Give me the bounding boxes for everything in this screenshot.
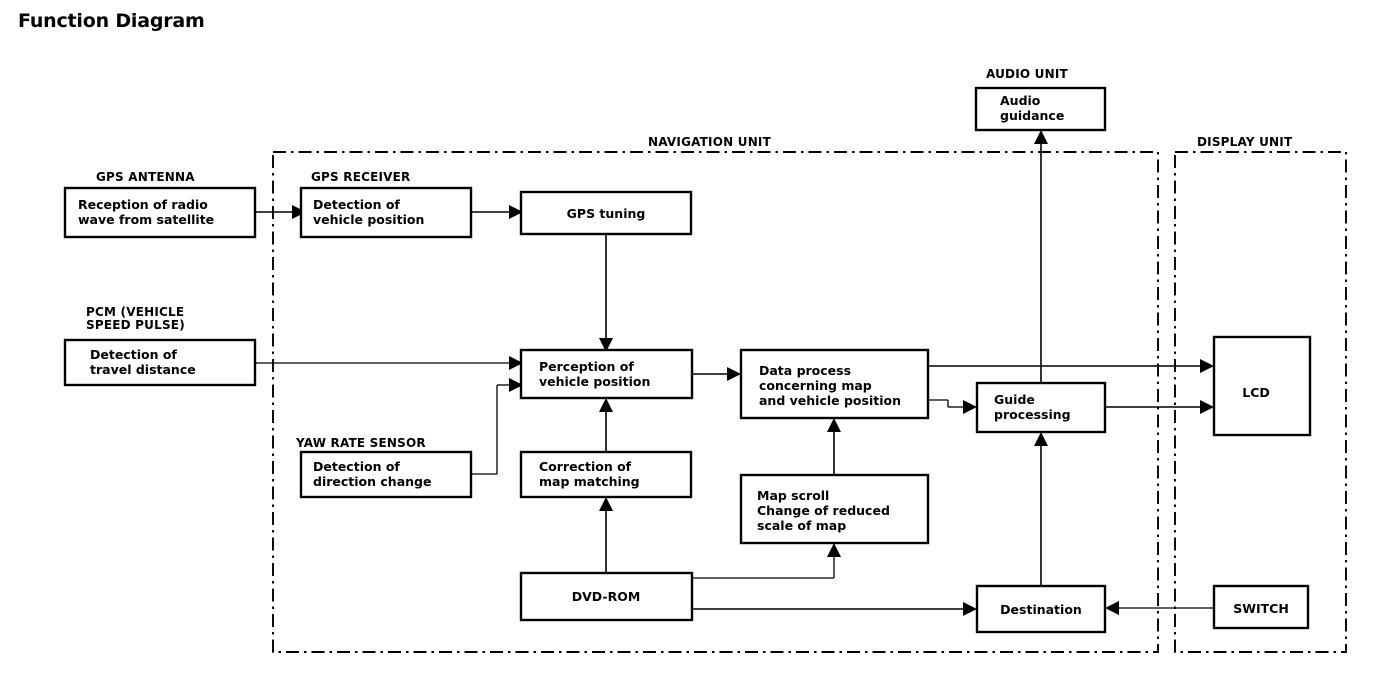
node-detection-direction-change[interactable]: Detection of direction change <box>299 450 473 499</box>
gps-tuning-box[interactable] <box>519 190 693 236</box>
perception-vehicle-position-box[interactable] <box>519 348 694 400</box>
edge-guide-to-lcd <box>1105 400 1214 414</box>
data-process-map-line-2: concerning map <box>759 378 872 393</box>
detection-vehicle-position-line-2: vehicle position <box>313 212 424 227</box>
pcm-label-line-2: SPEED PULSE) <box>86 318 185 332</box>
node-dvd-rom[interactable]: DVD-ROM <box>519 571 694 622</box>
edge-dvd-to-map-scroll <box>692 543 841 579</box>
edge-receiver-to-gps-tuning <box>471 205 523 219</box>
edge-gps-tuning-to-perception <box>599 234 613 352</box>
node-correction-map-matching[interactable]: Correction of map matching <box>519 450 693 499</box>
gps-receiver-label: GPS RECEIVER <box>311 170 411 184</box>
navigation-unit-label: NAVIGATION UNIT <box>648 135 772 149</box>
audio-unit-label: AUDIO UNIT <box>986 67 1069 81</box>
node-switch[interactable]: SWITCH <box>1212 584 1310 630</box>
edge-guide-to-audio <box>1034 130 1048 383</box>
node-lcd[interactable]: LCD <box>1212 335 1312 437</box>
edge-perception-to-data-process <box>692 367 741 381</box>
correction-map-matching-line-1: Correction of <box>539 459 632 474</box>
switch-label: SWITCH <box>1233 601 1289 616</box>
edge-switch-to-destination <box>1105 601 1214 615</box>
edge-dvd-to-map-matching <box>599 497 613 573</box>
detection-travel-distance-line-1: Detection of <box>90 347 177 362</box>
guide-processing-box[interactable] <box>975 381 1107 434</box>
dvd-rom-box[interactable] <box>519 571 694 622</box>
detection-vehicle-position-line-1: Detection of <box>313 197 400 212</box>
node-data-process-map[interactable]: Data process concerning map and vehicle … <box>739 348 930 420</box>
map-scroll-line-1: Map scroll <box>757 488 829 503</box>
dvd-rom-label: DVD-ROM <box>572 589 641 604</box>
lcd-label: LCD <box>1242 385 1270 400</box>
detection-vehicle-position-box[interactable] <box>299 186 473 239</box>
detection-direction-change-line-1: Detection of <box>313 459 400 474</box>
perception-vehicle-position-line-1: Perception of <box>539 359 634 374</box>
edge-antenna-to-receiver <box>255 205 306 219</box>
node-map-scroll[interactable]: Map scroll Change of reduced scale of ma… <box>739 473 930 545</box>
data-process-map-line-1: Data process <box>759 363 851 378</box>
map-scroll-line-2: Change of reduced <box>757 503 890 518</box>
data-process-map-line-3: and vehicle position <box>759 393 901 408</box>
edge-destination-to-guide <box>1034 432 1048 586</box>
display-unit-border <box>1174 151 1347 653</box>
edge-direction-change-to-perception <box>471 378 523 475</box>
map-scroll-line-3: scale of map <box>757 518 846 533</box>
display-unit-label: DISPLAY UNIT <box>1197 135 1293 149</box>
group-navigation-unit: NAVIGATION UNIT <box>272 135 1159 653</box>
destination-label: Destination <box>1000 602 1082 617</box>
audio-guidance-box[interactable] <box>974 86 1107 132</box>
lcd-box[interactable] <box>1212 335 1312 437</box>
pcm-label-line-1: PCM (VEHICLE <box>86 305 184 319</box>
edge-travel-distance-to-perception <box>255 356 523 370</box>
detection-direction-change-line-2: direction change <box>313 474 431 489</box>
edge-dvd-to-destination <box>692 602 977 616</box>
edge-data-process-to-guide <box>928 399 977 414</box>
navigation-unit-border <box>272 151 1159 653</box>
audio-guidance-line-1: Audio <box>1000 93 1041 108</box>
edge-data-process-to-lcd <box>928 359 1214 373</box>
map-scroll-box[interactable] <box>739 473 930 545</box>
edges-layer <box>255 130 1214 616</box>
detection-direction-change-box[interactable] <box>299 450 473 499</box>
gps-antenna-label: GPS ANTENNA <box>96 170 195 184</box>
node-perception-vehicle-position[interactable]: Perception of vehicle position <box>519 348 694 400</box>
reception-radio-wave-line-1: Reception of radio <box>78 197 208 212</box>
data-process-map-box[interactable] <box>739 348 930 420</box>
node-gps-tuning[interactable]: GPS tuning <box>519 190 693 236</box>
correction-map-matching-box[interactable] <box>519 450 693 499</box>
node-reception-radio-wave[interactable]: Reception of radio wave from satellite <box>63 186 257 239</box>
node-detection-travel-distance[interactable]: Detection of travel distance <box>63 338 257 387</box>
destination-box[interactable] <box>975 584 1107 634</box>
edge-map-matching-to-perception <box>599 398 613 452</box>
node-destination[interactable]: Destination <box>975 584 1107 634</box>
detection-travel-distance-line-2: travel distance <box>90 362 196 377</box>
guide-processing-line-2: processing <box>994 407 1071 422</box>
edge-map-scroll-to-data-process <box>827 418 841 475</box>
group-display-unit: DISPLAY UNIT <box>1174 135 1347 653</box>
audio-guidance-line-2: guidance <box>1000 108 1064 123</box>
node-detection-vehicle-position[interactable]: Detection of vehicle position <box>299 186 473 239</box>
nodes-layer: Reception of radio wave from satellite D… <box>63 86 1312 634</box>
gps-tuning-label: GPS tuning <box>567 206 646 221</box>
page-title: Function Diagram <box>18 10 205 32</box>
reception-radio-wave-box[interactable] <box>63 186 257 239</box>
yaw-rate-sensor-label: YAW RATE SENSOR <box>295 436 426 450</box>
node-guide-processing[interactable]: Guide processing <box>975 381 1107 434</box>
switch-box[interactable] <box>1212 584 1310 630</box>
correction-map-matching-line-2: map matching <box>539 474 640 489</box>
perception-vehicle-position-line-2: vehicle position <box>539 374 650 389</box>
guide-processing-line-1: Guide <box>994 392 1035 407</box>
reception-radio-wave-line-2: wave from satellite <box>78 212 214 227</box>
detection-travel-distance-box[interactable] <box>63 338 257 387</box>
node-audio-guidance[interactable]: Audio guidance <box>974 86 1107 132</box>
